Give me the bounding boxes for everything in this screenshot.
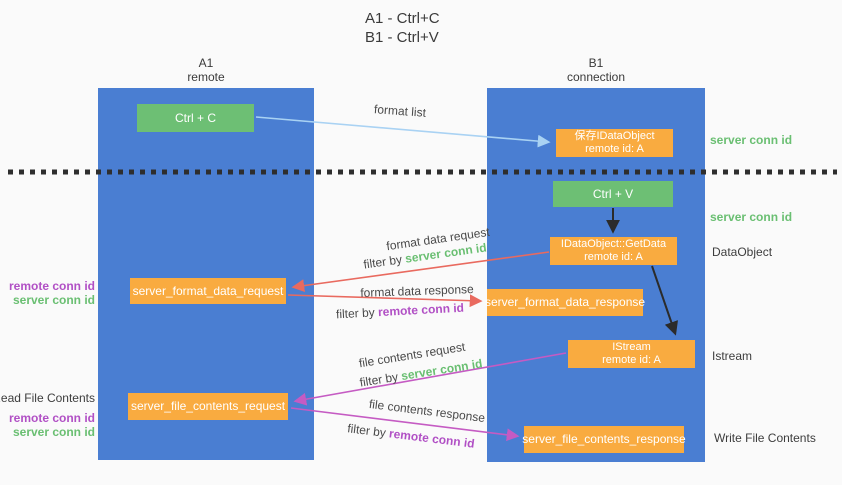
server-format-data-request-label: server_format_data_request <box>132 283 284 298</box>
ctrl-c-label: Ctrl + C <box>174 111 216 125</box>
node-server-file-contents-response: server_file_contents_response <box>522 426 686 453</box>
right-label-istream: Istream <box>712 349 753 363</box>
lane-a1-subtitle: remote <box>187 70 225 84</box>
label-filter-by-remote-conn-id-1: filter by remote conn id <box>325 300 476 322</box>
title-line-2: B1 - Ctrl+V <box>365 29 439 46</box>
server-file-contents-request-label: server_file_contents_request <box>130 399 286 413</box>
getdata-line1: IDataObject::GetData <box>560 238 667 250</box>
left-label-read-file-contents: Read File Contents <box>0 391 95 405</box>
node-server-format-data-response: server_format_data_response <box>484 289 646 316</box>
lane-a1-title: A1 <box>198 56 214 70</box>
left-label-remote-conn-id-2: remote conn id <box>8 411 95 425</box>
label-format-list: format list <box>373 102 427 120</box>
right-label-server-conn-id-top: server conn id <box>710 133 793 147</box>
lane-b1-subtitle: connection <box>566 70 626 84</box>
istream-line2: remote id: A <box>602 354 661 366</box>
lane-header-b1: B1 connection <box>487 56 705 84</box>
save-idataobject-line2: remote id: A <box>585 143 644 155</box>
label-filter-by-remote-conn-id-2: filter by remote conn id <box>336 420 487 452</box>
remote-conn-id-key: remote conn id <box>388 426 476 451</box>
filter-prefix: filter by <box>346 421 391 441</box>
server-file-contents-response-label: server_file_contents_response <box>522 432 686 446</box>
diagram-title: A1 - Ctrl+C B1 - Ctrl+V <box>365 9 440 47</box>
node-idataobject-getdata: IDataObject::GetData remote id: A <box>550 237 677 265</box>
right-label-write-file-contents: Write File Contents <box>714 431 816 445</box>
node-save-idataobject: 保存IDataObject remote id: A <box>556 129 673 157</box>
node-istream: IStream remote id: A <box>568 340 695 368</box>
istream-line1: IStream <box>612 341 651 353</box>
lane-header-a1: A1 remote <box>98 56 314 84</box>
ctrl-v-label: Ctrl + V <box>592 187 634 201</box>
lane-b1-title: B1 <box>588 56 604 70</box>
save-idataobject-line1: 保存IDataObject <box>574 130 655 142</box>
label-file-contents-response: file contents response <box>368 396 486 426</box>
right-label-dataobject: DataObject <box>712 245 773 259</box>
left-label-remote-conn-id-1: remote conn id <box>8 279 95 293</box>
node-ctrl-c: Ctrl + C <box>137 104 254 132</box>
remote-conn-id-key: remote conn id <box>377 300 465 320</box>
left-label-server-conn-id-2: server conn id <box>12 425 95 439</box>
right-label-server-conn-id-mid: server conn id <box>710 210 793 224</box>
node-server-file-contents-request: server_file_contents_request <box>128 393 288 420</box>
server-format-data-response-label: server_format_data_response <box>484 295 646 309</box>
left-label-server-conn-id-1: server conn id <box>12 293 95 307</box>
filter-prefix: filter by <box>335 305 379 322</box>
node-server-format-data-request: server_format_data_request <box>130 278 286 304</box>
getdata-line2: remote id: A <box>584 251 643 263</box>
node-ctrl-v: Ctrl + V <box>553 181 673 207</box>
title-line-1: A1 - Ctrl+C <box>365 10 440 27</box>
label-format-data-response: format data response <box>360 282 474 300</box>
filter-prefix: filter by <box>358 369 403 390</box>
